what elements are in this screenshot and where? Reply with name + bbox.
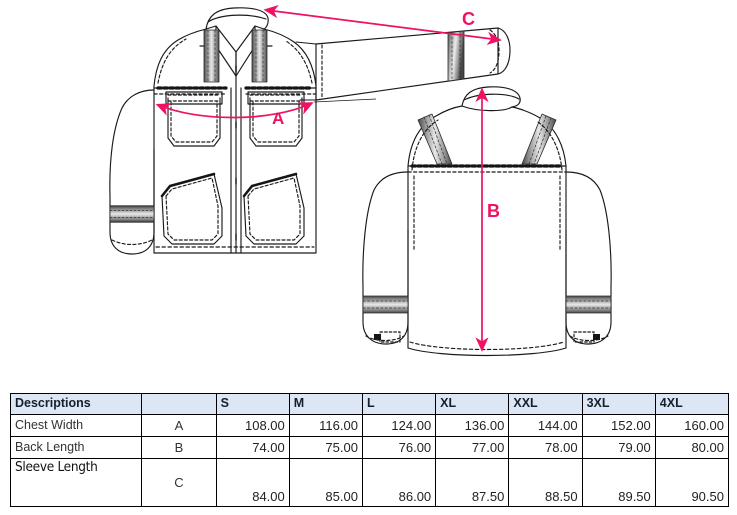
measurement-label-a: A <box>272 109 284 128</box>
measurement-label-b: B <box>487 201 500 221</box>
table-header-row: Descriptions S M L XL XXL 3XL 4XL <box>9 393 730 415</box>
column-header-l: L <box>361 393 437 415</box>
jacket-back-illustration <box>362 86 612 357</box>
garment-technical-drawing: A B C <box>109 4 612 357</box>
cell-chest-xxl: 144.00 <box>508 414 583 437</box>
cell-back-m: 75.00 <box>288 436 363 459</box>
table-row: Chest Width A 108.00 116.00 124.00 136.0… <box>9 414 730 437</box>
table-row: Back Length B 74.00 75.00 76.00 77.00 78… <box>9 436 730 459</box>
row-code-c: C <box>141 458 217 507</box>
column-header-xl: XL <box>435 393 510 415</box>
cell-back-4xl: 80.00 <box>654 436 730 459</box>
column-header-xxl: XXL <box>508 393 583 415</box>
cell-back-xl: 77.00 <box>435 436 510 459</box>
cell-sleeve-xxl: 88.50 <box>508 458 583 507</box>
cell-chest-m: 116.00 <box>288 414 363 437</box>
sleeve-length-arrow <box>263 4 502 45</box>
row-label-sleeve-length: Sleeve Length <box>9 458 143 507</box>
row-label-chest-width: Chest Width <box>9 414 143 437</box>
cell-sleeve-3xl: 89.50 <box>581 458 656 507</box>
size-chart-table: Descriptions S M L XL XXL 3XL 4XL Chest … <box>9 393 730 507</box>
cell-back-l: 76.00 <box>361 436 437 459</box>
cell-sleeve-s: 84.00 <box>215 458 290 507</box>
cell-sleeve-m: 85.00 <box>288 458 363 507</box>
measurement-label-c: C <box>462 9 475 29</box>
row-label-back-length: Back Length <box>9 436 143 459</box>
column-header-code <box>141 393 217 415</box>
size-chart-container: Descriptions S M L XL XXL 3XL 4XL Chest … <box>9 393 730 507</box>
cell-chest-3xl: 152.00 <box>581 414 656 437</box>
cell-back-s: 74.00 <box>215 436 290 459</box>
cell-sleeve-4xl: 90.50 <box>654 458 730 507</box>
cell-chest-l: 124.00 <box>361 414 437 437</box>
jacket-front-illustration <box>109 7 317 255</box>
column-header-s: S <box>215 393 290 415</box>
column-header-m: M <box>288 393 363 415</box>
cell-chest-4xl: 160.00 <box>654 414 730 437</box>
chest-width-arrow <box>155 102 314 119</box>
column-header-4xl: 4XL <box>654 393 730 415</box>
cell-chest-s: 108.00 <box>215 414 290 437</box>
cell-sleeve-l: 86.00 <box>361 458 437 507</box>
row-code-b: B <box>141 436 217 459</box>
row-code-a: A <box>141 414 217 437</box>
table-row: Sleeve Length C 84.00 85.00 86.00 87.50 … <box>9 458 730 507</box>
column-header-descriptions: Descriptions <box>9 393 143 415</box>
cell-chest-xl: 136.00 <box>435 414 510 437</box>
garment-svg: A B C <box>109 4 612 357</box>
column-header-3xl: 3XL <box>581 393 656 415</box>
cell-sleeve-xl: 87.50 <box>435 458 510 507</box>
measurement-annotations: A B C <box>155 4 502 352</box>
cell-back-xxl: 78.00 <box>508 436 583 459</box>
cell-back-3xl: 79.00 <box>581 436 656 459</box>
